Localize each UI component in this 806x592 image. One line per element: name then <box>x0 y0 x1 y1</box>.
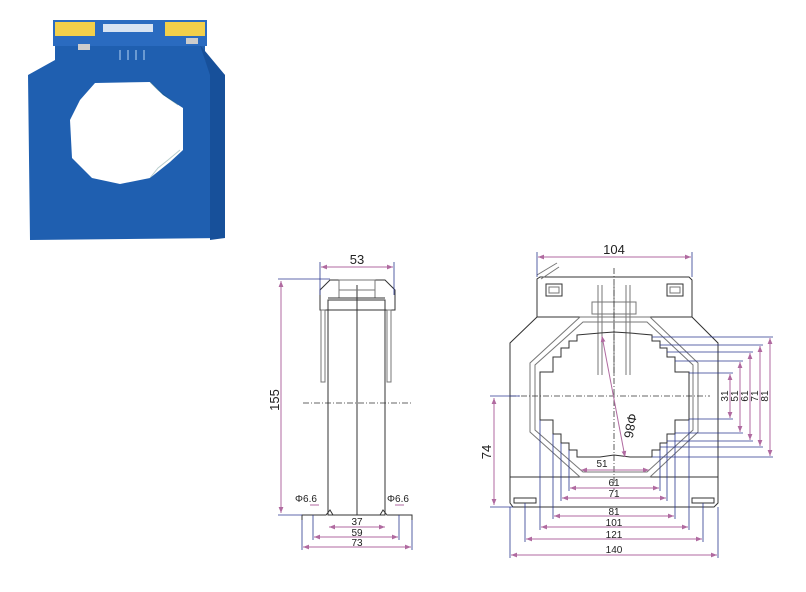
dim-base-width: 73 <box>351 538 363 549</box>
vertical-dims: 31 51 61 71 81 <box>652 336 773 458</box>
dim-h-71: 71 <box>608 489 620 500</box>
dim-height: 155 <box>267 389 282 411</box>
photo-window <box>70 82 183 184</box>
dim-hole-right: Φ6.6 <box>387 494 409 505</box>
dim-v-51: 51 <box>730 390 741 402</box>
dim-hole-left: Φ6.6 <box>295 494 317 505</box>
terminal-right <box>165 22 205 36</box>
dim-width-top: 53 <box>350 252 364 267</box>
dim-top-width: 104 <box>603 242 625 257</box>
terminal-left <box>55 22 95 36</box>
dim-h-121: 121 <box>606 530 623 541</box>
dim-v-81: 81 <box>760 390 771 402</box>
dim-v-31: 31 <box>720 390 731 402</box>
side-view: 53 155 Φ6.6 Φ6.6 37 59 73 <box>267 252 413 550</box>
dim-h-101: 101 <box>606 518 623 529</box>
dim-center-height: 74 <box>479 445 494 459</box>
dim-h-61: 61 <box>608 478 620 489</box>
dim-h-51: 51 <box>596 459 608 470</box>
dim-h-140: 140 <box>606 545 623 556</box>
dim-h-81: 81 <box>608 507 620 518</box>
product-photo <box>28 20 225 240</box>
dim-v-61: 61 <box>740 390 751 402</box>
horizontal-dims: 51 61 71 81 101 121 140 <box>509 420 719 558</box>
dim-v-71: 71 <box>750 390 761 402</box>
front-view: 104 Φ86 74 31 51 61 71 81 <box>479 242 773 558</box>
dim-window-diameter: Φ86 <box>621 412 640 439</box>
dim-inner-width: 37 <box>351 517 363 528</box>
dim-hole-pitch: 59 <box>351 528 363 539</box>
